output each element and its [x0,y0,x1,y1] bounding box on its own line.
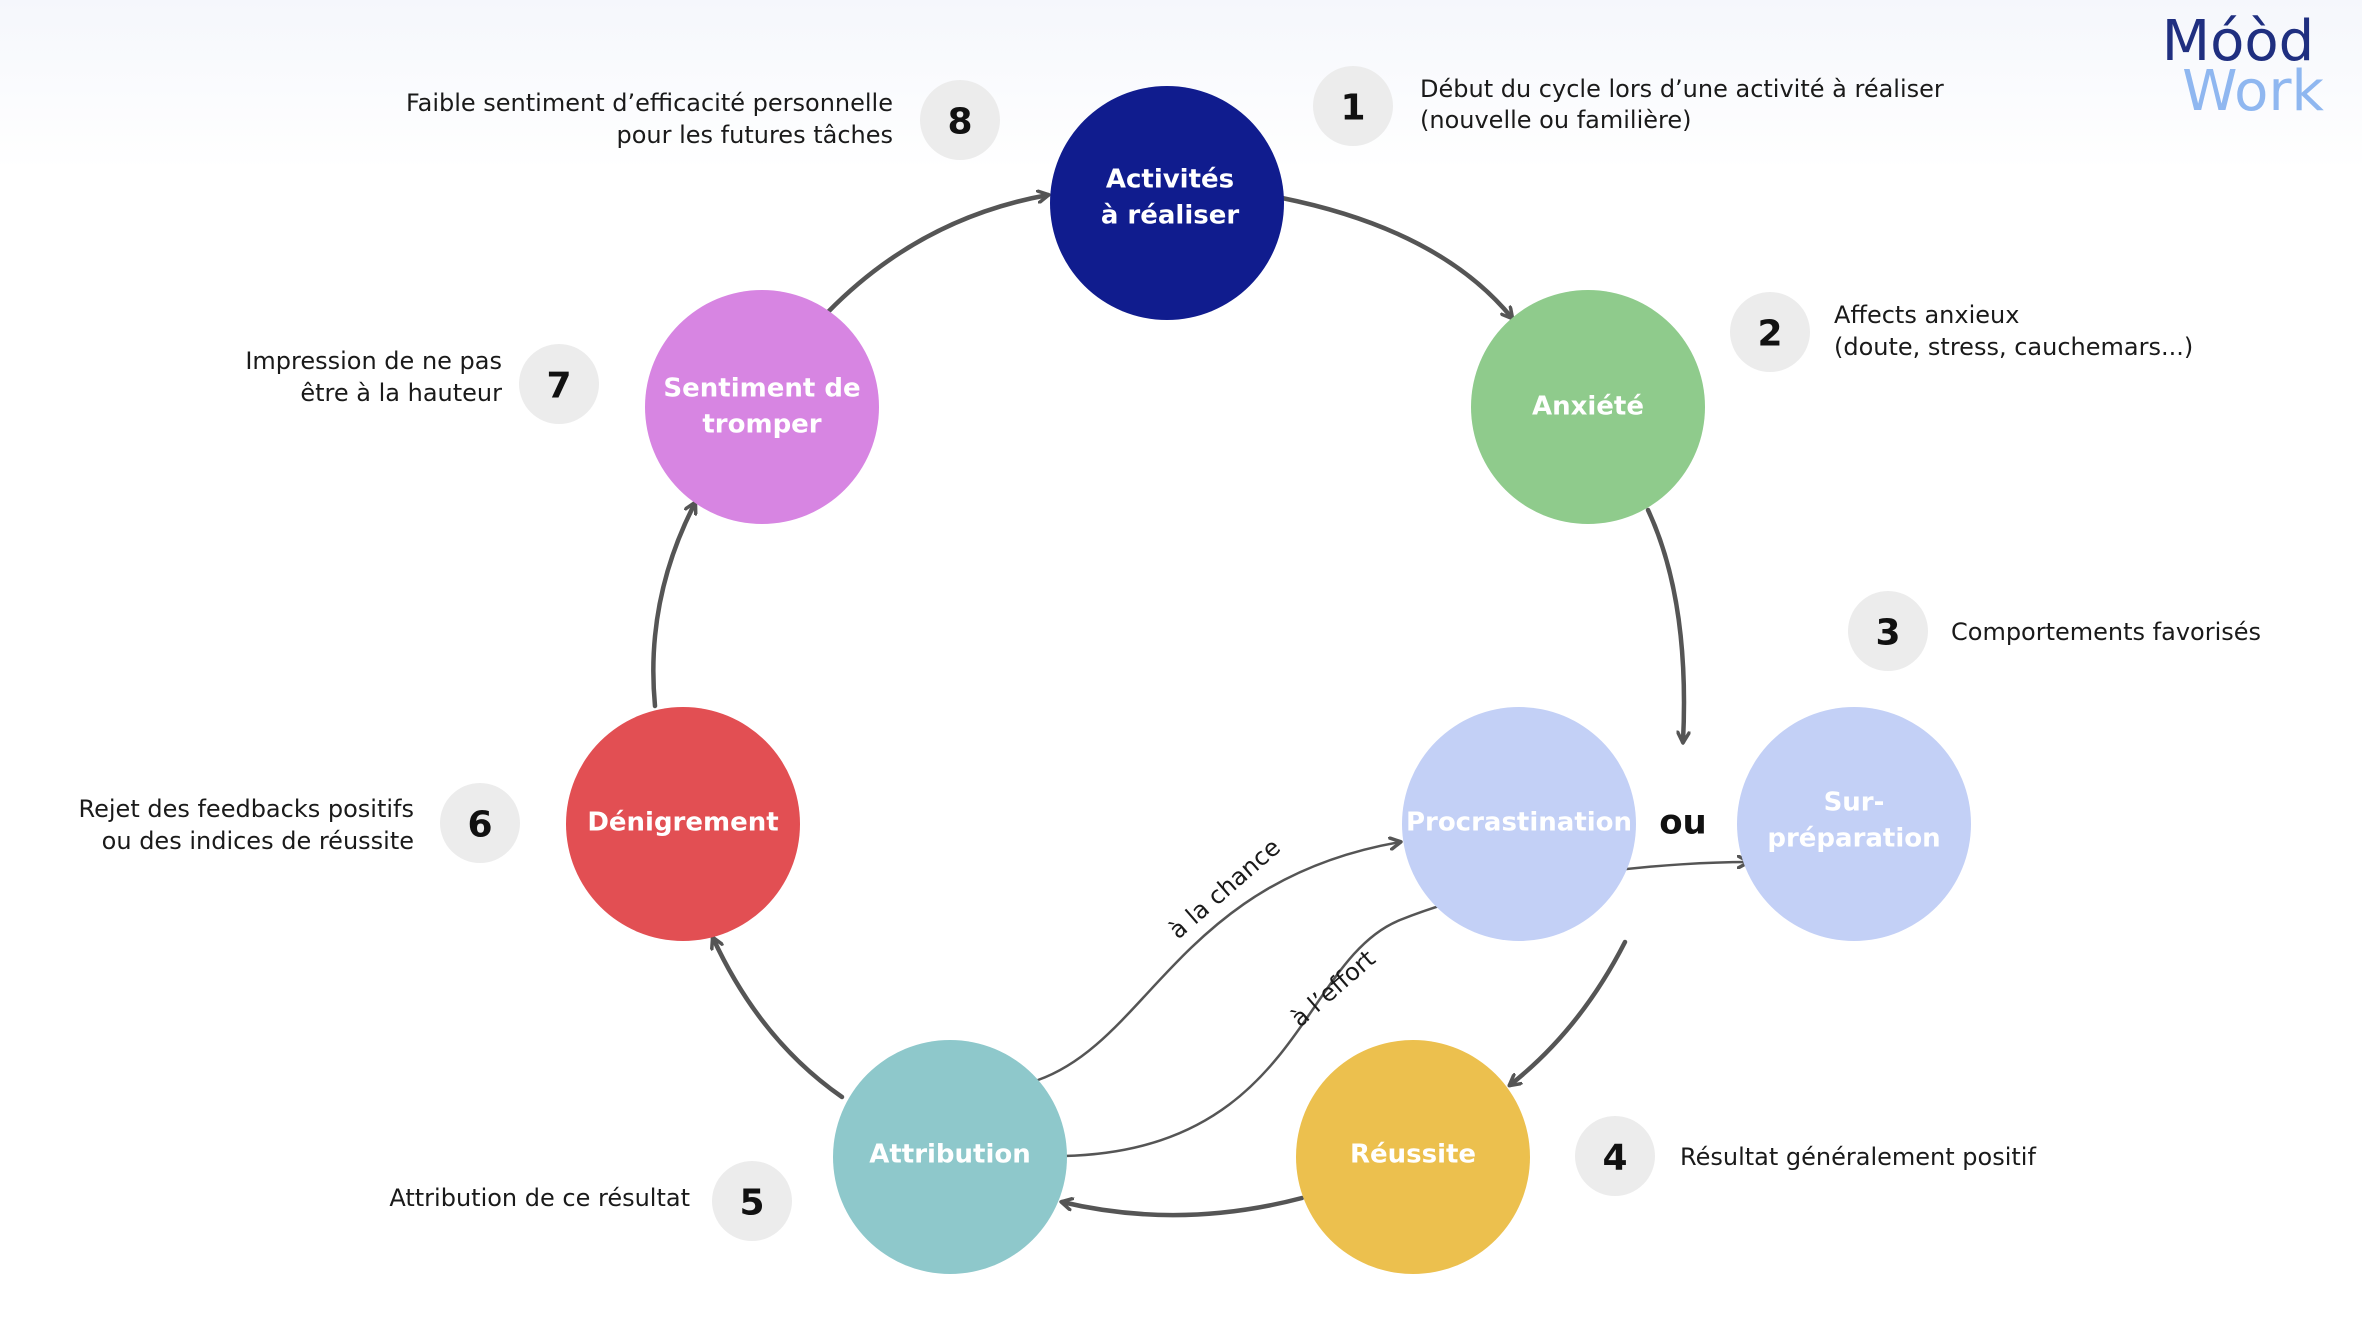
node-surpreparation: Sur- préparation [1737,707,1971,941]
arrow-attribution-to-surpreparation [1062,862,1748,1158]
step-3: 3 Comportements favorisés [1848,591,2261,671]
node-attribution-label: Attribution [869,1140,1031,1170]
step-6-badge [440,783,520,863]
node-denigrement: Dénigrement [566,707,800,941]
step-4-text-1: Résultat généralement positif [1680,1143,2036,1171]
step-4-number: 4 [1602,1138,1627,1179]
step-3-number: 3 [1875,613,1900,654]
step-1-text-2: (nouvelle ou familière) [1420,106,1691,134]
node-denigrement-circle [566,707,800,941]
node-sentiment-label-2: tromper [702,410,821,440]
arrow-reussite-to-attribution [1062,1195,1305,1218]
step-3-text-1: Comportements favorisés [1951,618,2261,646]
node-anxiete: Anxiété [1471,290,1705,524]
moodwork-logo: Móòd Work [2162,9,2325,124]
step-1-text-1: Début du cycle lors d’une activité à réa… [1420,75,1944,103]
step-4-badge [1575,1116,1655,1196]
logo-line-1: Móòd [2162,9,2314,74]
step-5-number: 5 [739,1183,764,1224]
node-surpreparation-label-1: Sur- [1824,788,1885,818]
step-6-text-2: ou des indices de réussite [102,827,414,855]
step-7: 7 Impression de ne pas être à la hauteur [245,344,599,424]
step-2-badge [1730,292,1810,372]
step-5: 5 Attribution de ce résultat [389,1161,792,1241]
step-6: 6 Rejet des feedbacks positifs ou des in… [79,783,520,863]
step-2-text-1: Affects anxieux [1834,301,2019,329]
node-attribution-circle [833,1040,1067,1274]
arrow-attribution-to-procrastination [1036,842,1400,1082]
or-connector: ou [1659,803,1707,843]
node-surpreparation-circle [1737,707,1971,941]
step-3-badge [1848,591,1928,671]
node-anxiete-label: Anxiété [1532,392,1644,422]
step-4: 4 Résultat généralement positif [1575,1116,2036,1196]
node-activites-label-1: Activités [1106,165,1234,195]
arrow-anxiete-to-comportements [1645,507,1684,742]
step-8-badge [920,80,1000,160]
step-7-text-2: être à la hauteur [300,379,502,407]
step-8-text-2: pour les futures tâches [616,121,893,149]
node-procrastination: Procrastination [1402,707,1636,941]
step-1-badge [1313,66,1393,146]
node-activites-label-2: à réaliser [1101,201,1240,231]
step-8-text-1: Faible sentiment d’efficacité personnell… [406,89,893,117]
node-attribution: Attribution [833,1040,1067,1274]
step-7-text-1: Impression de ne pas [245,347,502,375]
node-reussite: Réussite [1296,1040,1530,1274]
node-sentiment-label-1: Sentiment de [663,374,860,404]
node-activites: Activités à réaliser [1050,86,1284,320]
arrow-comportements-to-reussite [1510,939,1628,1085]
node-activites-circle [1050,86,1284,320]
step-1: 1 Début du cycle lors d’une activité à r… [1313,66,1944,146]
step-5-badge [712,1161,792,1241]
node-denigrement-label: Dénigrement [587,808,778,838]
node-surpreparation-label-2: préparation [1767,824,1940,854]
step-1-number: 1 [1340,88,1365,129]
arrow-activites-to-anxiete [1279,195,1512,318]
step-2-number: 2 [1757,314,1782,355]
step-6-number: 6 [467,805,492,846]
step-7-badge [519,344,599,424]
node-procrastination-label: Procrastination [1406,808,1632,838]
arrow-denigrement-to-sentiment [651,503,695,709]
step-6-text-1: Rejet des feedbacks positifs [79,795,414,823]
node-sentiment-circle [645,290,879,524]
step-2: 2 Affects anxieux (doute, stress, cauche… [1730,292,2193,372]
node-reussite-label: Réussite [1350,1140,1476,1170]
step-8-number: 8 [947,102,972,143]
step-8: 8 Faible sentiment d’efficacité personne… [406,80,1000,160]
arrow-sentiment-to-activites [825,195,1048,315]
step-2-text-2: (doute, stress, cauchemars...) [1834,333,2193,361]
node-reussite-circle [1296,1040,1530,1274]
node-anxiete-circle [1471,290,1705,524]
arrow-attribution-to-denigrement [713,938,845,1100]
node-sentiment: Sentiment de tromper [645,290,879,524]
edge-label-effort: à l’effort [1286,945,1381,1033]
node-procrastination-circle [1402,707,1636,941]
step-7-number: 7 [546,366,571,407]
logo-line-2: Work [2182,59,2324,124]
step-5-text-1: Attribution de ce résultat [389,1184,690,1212]
